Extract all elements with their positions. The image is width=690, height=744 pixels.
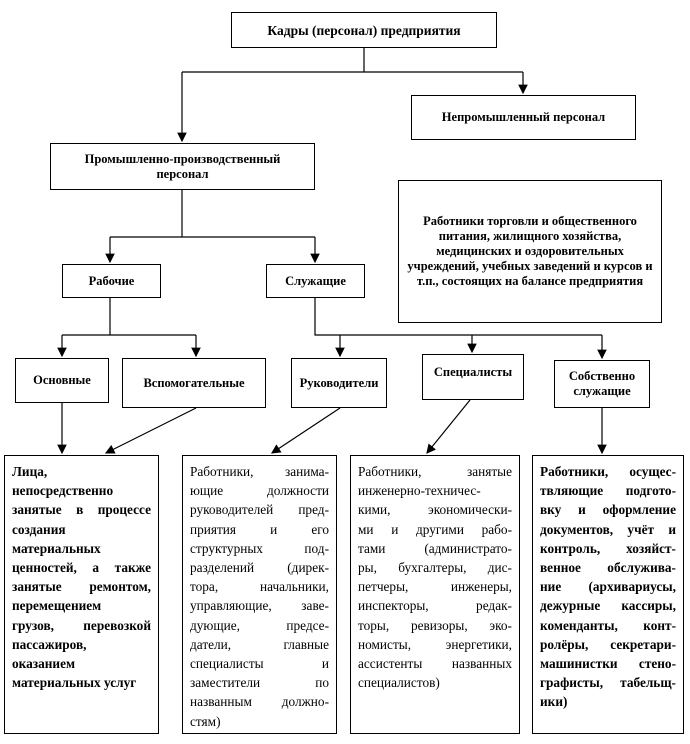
description-line: заместители по [190, 675, 329, 691]
managers-node: Руководители [291, 358, 387, 408]
description-line: инспекторы, редак- [358, 598, 512, 614]
description-line: руководителей пред- [190, 502, 329, 518]
description-line: грузов, перевозкой [12, 617, 151, 633]
clerks-description: Работники, осущес-твляющие подгото-вку и… [532, 455, 684, 734]
description-line: тами (администрато- [358, 540, 512, 556]
description-line: стям) [190, 713, 221, 729]
description-line: коменданты, конт- [540, 617, 676, 633]
description-line: непосредственно [12, 483, 114, 499]
description-line: венное обслужива- [540, 560, 676, 576]
description-line: графисты, табельщ- [540, 675, 676, 691]
description-line: ми и другими рабо- [358, 521, 512, 537]
description-line: специалисты и [190, 656, 329, 672]
specialists-description: Работники, занятые инженерно-техничес-ким… [350, 455, 520, 734]
main-workers-node: Основные [15, 358, 109, 403]
description-line: разделений (дирек- [190, 560, 329, 576]
non-industrial-node: Непромышленный персонал [411, 95, 636, 140]
description-line: кими, экономически- [358, 502, 512, 518]
description-line: ролёры, секретари- [540, 636, 676, 652]
specialists-node: Специалисты [422, 354, 524, 400]
description-line: материальных услуг [12, 675, 137, 691]
description-line: занятые ремонтом, [12, 579, 151, 595]
description-line: твляющие подгото- [540, 483, 676, 499]
description-line: дующие, предсе- [190, 617, 329, 633]
description-line: Работники, осущес- [540, 464, 676, 479]
non-industrial-note: Работники торговли и общественного питан… [398, 180, 662, 323]
description-line: ики) [540, 694, 568, 710]
description-line: ние (архивариусы, [540, 579, 676, 595]
description-line: приятия и его [190, 521, 329, 537]
description-line: петчеры, инженеры, [358, 579, 512, 595]
employees-node: Служащие [266, 264, 365, 298]
description-line: ющие должности [190, 483, 329, 499]
description-line: датели, главные [190, 636, 329, 652]
description-line: дежурные кассиры, [540, 598, 676, 614]
description-line: специалистов) [358, 675, 440, 691]
description-line: перемещением [12, 598, 102, 614]
description-line: торы, ревизоры, эко- [358, 617, 512, 633]
description-line: вку и оформление [540, 502, 676, 518]
description-line: материальных [12, 540, 101, 556]
description-line: управляющие, заве- [190, 598, 329, 614]
description-line: занятые в процессе [12, 502, 151, 518]
workers-description: Лица, непосредственно занятые в процессе со… [4, 455, 159, 734]
auxiliary-workers-node: Вспомогательные [122, 358, 266, 408]
description-line: ценностей, а также [12, 560, 151, 576]
description-line: номисты, энергетики, [358, 636, 512, 652]
clerks-node: Собственно служащие [554, 360, 650, 408]
managers-description: Работники, занима-ющие должности руководи… [182, 455, 337, 734]
description-line: Лица, [12, 464, 48, 479]
description-line: Работники, занима- [190, 464, 329, 479]
description-line: оказанием [12, 656, 76, 672]
description-line: структурных под- [190, 540, 329, 556]
description-line: ры, бухгалтеры, дис- [358, 560, 512, 576]
root-node: Кадры (персонал) предприятия [231, 12, 497, 48]
description-line: машинистки стено- [540, 656, 676, 672]
description-line: пассажиров, [12, 636, 87, 652]
industrial-node: Промышленно-производственный персонал [50, 143, 315, 190]
description-line: контроль, хозяйст- [540, 540, 676, 556]
workers-node: Рабочие [62, 264, 161, 298]
description-line: ассистенты названных [358, 656, 512, 672]
description-line: документов, учёт и [540, 521, 676, 537]
description-line: тора, начальники, [190, 579, 329, 595]
description-line: создания [12, 521, 66, 537]
description-line: инженерно-техничес- [358, 483, 481, 499]
description-line: Работники, занятые [358, 464, 512, 479]
description-line: названным должно- [190, 694, 329, 710]
